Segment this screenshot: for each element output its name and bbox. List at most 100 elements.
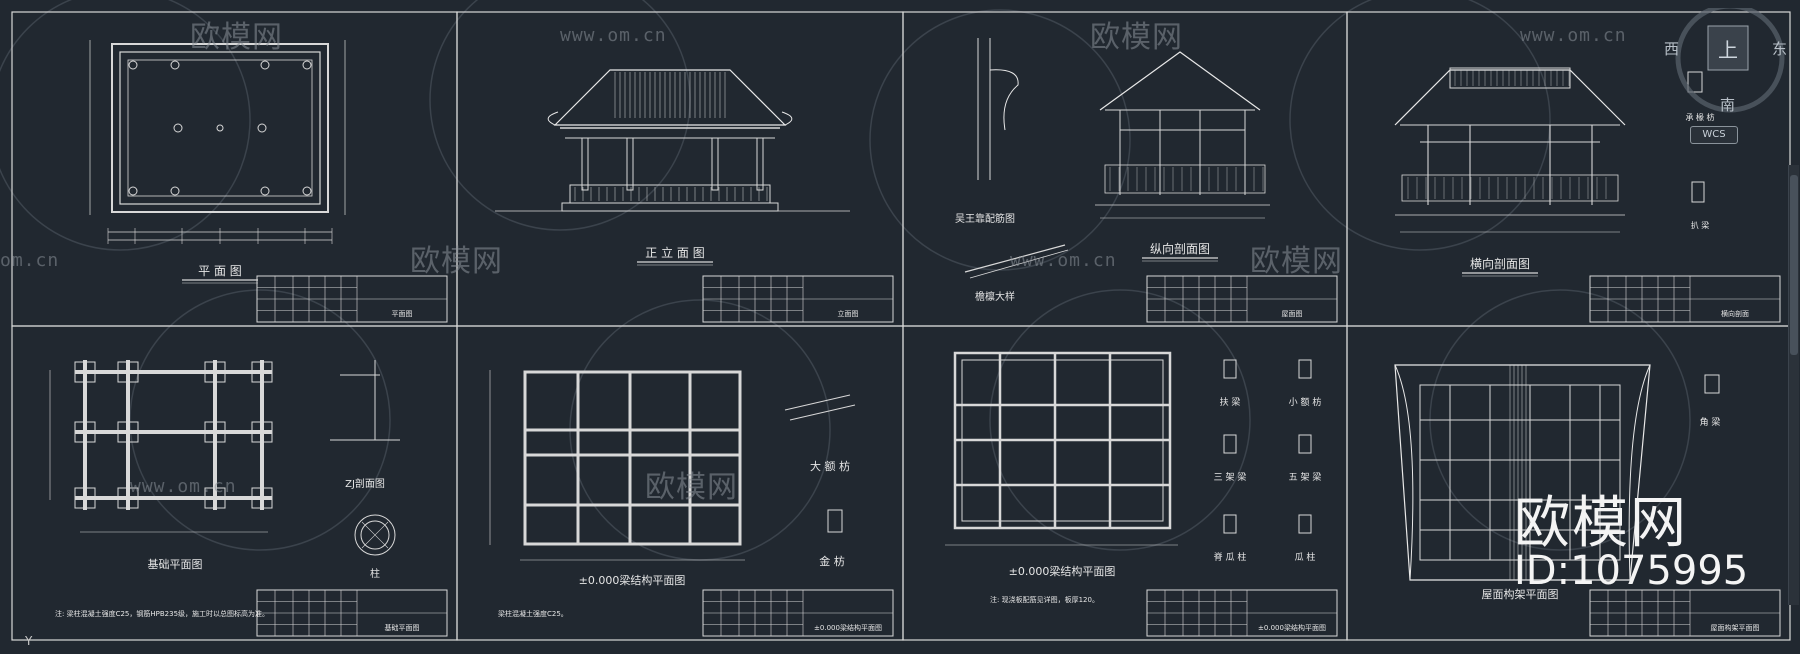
sheet-title: ±0.000梁结构平面图 bbox=[1009, 564, 1116, 578]
detail-rafter bbox=[784, 394, 851, 411]
sheet-title: 纵向剖面图 bbox=[1150, 241, 1210, 256]
beam-section bbox=[1298, 359, 1312, 379]
watermark-circle bbox=[989, 289, 1251, 551]
sheet-border bbox=[902, 325, 1348, 641]
sheet-title: 平 面 图 bbox=[198, 264, 242, 278]
tie-detail bbox=[1691, 181, 1705, 203]
title-block-drawing-name: 横向剖面 bbox=[1721, 309, 1749, 318]
beam-section bbox=[1223, 359, 1237, 379]
vertical-scrollbar[interactable] bbox=[1788, 165, 1799, 605]
transverse-balustrade bbox=[1401, 174, 1619, 202]
column-section bbox=[360, 520, 390, 550]
footing bbox=[117, 487, 139, 509]
watermark-brand: 欧模网 bbox=[1090, 20, 1183, 55]
footing bbox=[251, 361, 273, 383]
wcs-button[interactable]: WCS bbox=[1690, 126, 1738, 144]
plan-floor bbox=[127, 59, 313, 197]
plan-column bbox=[257, 123, 267, 133]
title-block-drawing-name: 平面图 bbox=[392, 310, 413, 318]
watermark-brand: 欧模网 bbox=[190, 20, 283, 55]
detail-label: 柱 bbox=[370, 567, 380, 580]
detail-label: 小 额 枋 bbox=[1289, 396, 1322, 408]
drawing-note: 注: 梁柱混凝土强度C25，钢筋HPB235级，施工时以总图标高为准。 bbox=[55, 609, 269, 618]
brand-watermark: 欧模网 bbox=[1514, 491, 1688, 556]
footing bbox=[74, 421, 96, 443]
viewcube-east-label[interactable]: 东 bbox=[1772, 40, 1788, 58]
eave-curl bbox=[781, 111, 793, 126]
detail-label: 角 梁 bbox=[1700, 416, 1721, 428]
footing bbox=[204, 361, 226, 383]
drawing-sheet: 立面图 bbox=[456, 11, 904, 327]
section-roof bbox=[1099, 51, 1261, 111]
drawing-sheet: ±0.000梁结构平面图 bbox=[902, 325, 1348, 641]
detail-label: 五 架 梁 bbox=[1289, 471, 1322, 483]
detail-label: 脊 瓜 柱 bbox=[1214, 551, 1247, 563]
watermark-brand: 欧模网 bbox=[645, 470, 738, 505]
detail-label: 檐檩大样 bbox=[975, 290, 1015, 303]
rafter-detail bbox=[964, 244, 1066, 273]
balustrade bbox=[569, 184, 771, 204]
roof-frame-inner bbox=[1419, 384, 1621, 561]
ucs-y-axis-label: Y bbox=[25, 634, 33, 648]
watermark-url: www.om.cn bbox=[130, 476, 237, 497]
sheet-title: 横向剖面图 bbox=[1470, 256, 1530, 271]
tie-detail bbox=[1687, 71, 1703, 93]
model-id-label: ID:1075995 bbox=[1514, 548, 1749, 594]
detail-label: 金 枋 bbox=[819, 554, 845, 568]
watermark-url: www.om.cn bbox=[1520, 25, 1627, 46]
watermark-circle bbox=[869, 9, 1131, 271]
watermark-circle bbox=[1289, 0, 1551, 251]
plan-column bbox=[260, 60, 270, 70]
roofcol-detail bbox=[1704, 374, 1720, 394]
viewcube-navigator[interactable]: 上 西 东 南 bbox=[1660, 8, 1790, 143]
rafter-detail bbox=[969, 249, 1069, 279]
footing bbox=[74, 487, 96, 509]
title-block-drawing-name: 屋面图 bbox=[1282, 310, 1303, 318]
title-block-drawing-name: ±0.000梁结构平面图 bbox=[814, 623, 882, 632]
beam-section bbox=[1223, 434, 1237, 454]
footing bbox=[204, 421, 226, 443]
detail-rafter bbox=[789, 404, 856, 421]
title-block-drawing-name: 基础平面图 bbox=[385, 623, 420, 632]
viewcube-top-label[interactable]: 上 bbox=[1718, 38, 1738, 62]
sheet-title: 基础平面图 bbox=[148, 558, 203, 571]
pavilion-elevation bbox=[495, 69, 850, 212]
viewcube-west-label[interactable]: 西 bbox=[1664, 40, 1680, 58]
detail-label: 大 额 枋 bbox=[810, 459, 850, 473]
section-balustrade bbox=[1104, 164, 1266, 194]
detail-label: 扶 梁 bbox=[1220, 396, 1241, 408]
watermark-url: om.cn bbox=[0, 250, 60, 271]
detail-bracket bbox=[989, 69, 1019, 131]
sheet-title: 屋面构架平面图 bbox=[1482, 587, 1559, 601]
footing bbox=[204, 487, 226, 509]
plan-column bbox=[302, 60, 312, 70]
eave-curl bbox=[547, 111, 559, 126]
detail-label: 三 架 梁 bbox=[1214, 471, 1247, 483]
detail-label: 扒 梁 bbox=[1691, 220, 1710, 230]
detail-label: ZJ剖面图 bbox=[345, 477, 385, 490]
section-hatch bbox=[361, 521, 389, 549]
scrollbar-thumb[interactable] bbox=[1790, 175, 1798, 355]
plan-column bbox=[128, 60, 138, 70]
drawing-note: 注: 现浇板配筋见详图，板厚120。 bbox=[990, 595, 1099, 604]
roof-outline bbox=[553, 69, 787, 126]
title-block-drawing-name: ±0.000梁结构平面图 bbox=[1258, 623, 1326, 632]
watermark-brand: 欧模网 bbox=[1250, 244, 1343, 279]
beam-section bbox=[1298, 514, 1312, 534]
watermark-url: www.om.cn bbox=[560, 25, 667, 46]
column-section bbox=[354, 514, 396, 556]
title-block-drawing-name: 立面图 bbox=[838, 309, 859, 318]
plan-column bbox=[128, 186, 138, 196]
footing bbox=[117, 421, 139, 443]
pole-detail bbox=[827, 509, 843, 533]
beam-perimeter bbox=[523, 370, 742, 546]
transverse-section: 承 椽 枋扒 梁 bbox=[1394, 67, 1715, 233]
drawing-note: 梁柱混凝土强度C25。 bbox=[498, 609, 568, 618]
column bbox=[581, 137, 589, 191]
viewcube-top-face bbox=[1707, 25, 1749, 71]
roof-curve bbox=[1394, 364, 1651, 581]
viewcube-south-label[interactable]: 南 bbox=[1720, 96, 1736, 114]
